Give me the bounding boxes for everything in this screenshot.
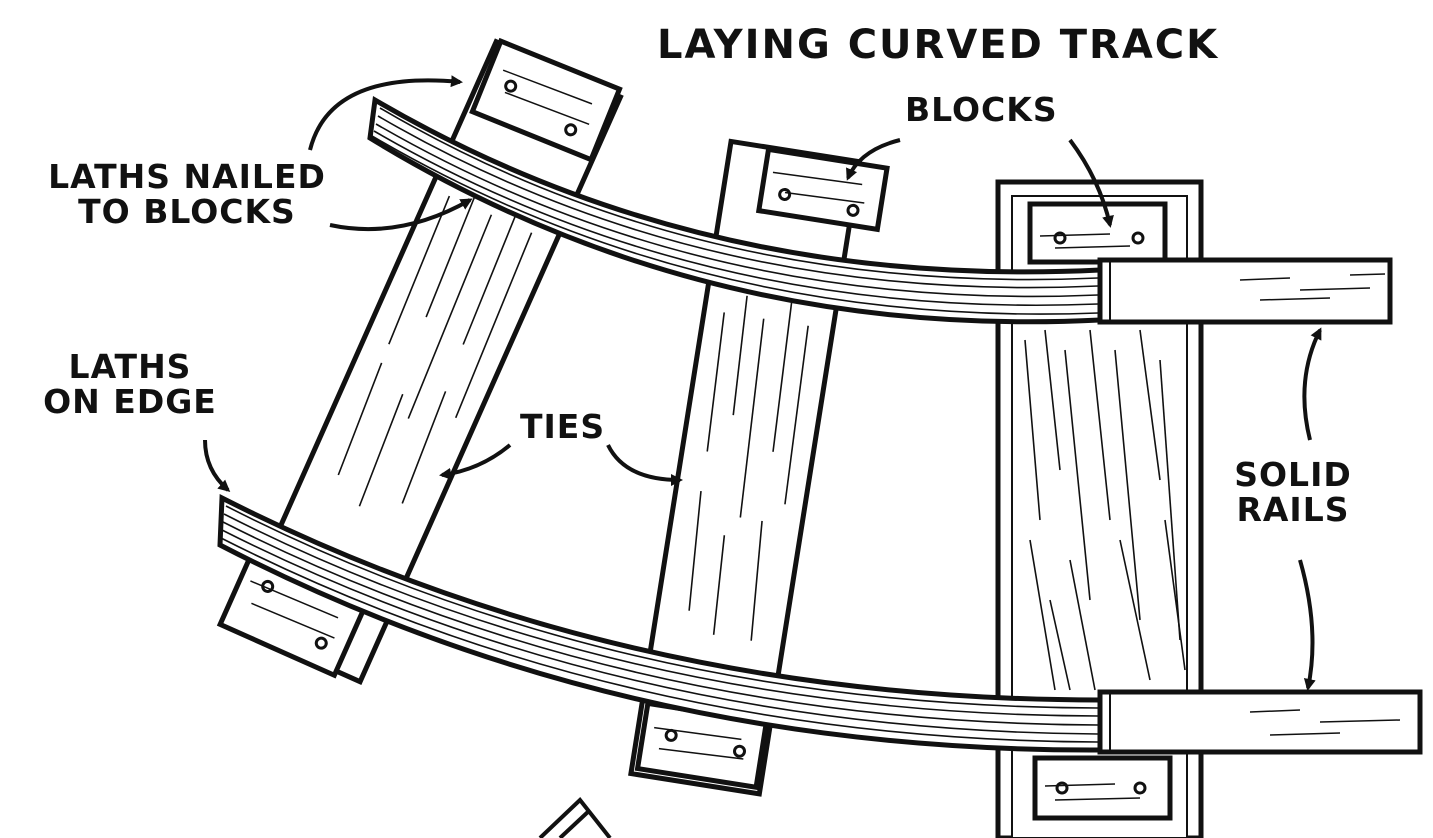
label-laths-on-edge-line1: LATHS — [10, 350, 250, 385]
label-solid-rails-line1: SOLID — [1218, 458, 1368, 493]
label-laths-nailed: LATHS NAILED TO BLOCKS — [22, 160, 352, 229]
label-solid-rails-line2: RAILS — [1218, 493, 1368, 528]
tie-fragment — [540, 800, 610, 838]
label-blocks: BLOCKS — [905, 93, 1058, 128]
label-laths-on-edge: LATHS ON EDGE — [10, 350, 250, 419]
diagram-title: LAYING CURVED TRACK — [657, 24, 1219, 66]
label-ties: TIES — [520, 410, 605, 445]
label-laths-nailed-line2: TO BLOCKS — [22, 195, 352, 230]
label-solid-rails: SOLID RAILS — [1218, 458, 1368, 527]
label-laths-on-edge-line2: ON EDGE — [10, 385, 250, 420]
label-laths-nailed-line1: LATHS NAILED — [22, 160, 352, 195]
block-right-top — [1030, 204, 1165, 262]
block-right-bottom — [1035, 758, 1170, 818]
